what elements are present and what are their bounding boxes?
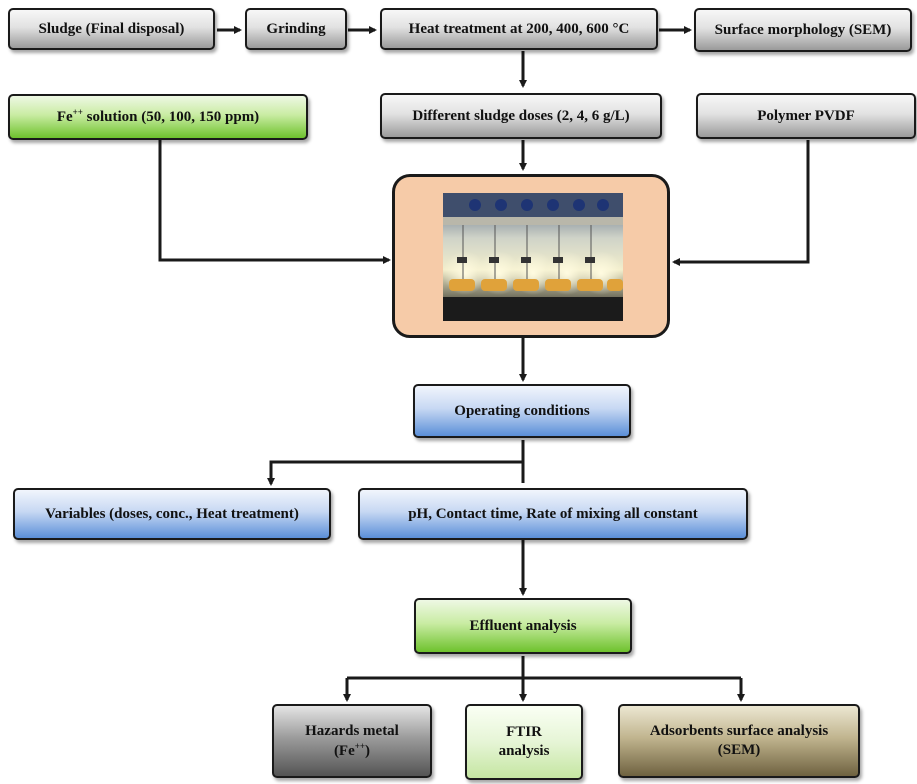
pvdf-box: Polymer PVDF [696,93,916,139]
hazards-line2: (Fe++) [305,741,399,761]
sem-top-label: Surface morphology (SEM) [714,21,892,38]
heat-treatment-box: Heat treatment at 200, 400, 600 °C [380,8,658,50]
sludge-label: Sludge (Final disposal) [38,20,185,37]
constant-conditions-label: pH, Contact time, Rate of mixing all con… [408,505,698,522]
hazards-line1: Hazards metal [305,722,399,739]
ftir-line1: FTIR [506,724,542,741]
hazards-superscript: ++ [354,740,366,751]
ftir-analysis-label: FTIR analysis [499,723,550,761]
constant-conditions-box: pH, Contact time, Rate of mixing all con… [358,488,748,540]
adsorbents-line1: Adsorbents surface analysis [649,723,829,740]
adsorbents-line2: (SEM) [717,742,761,758]
grinding-label: Grinding [266,20,326,37]
arrow-fe-reactor [158,140,391,264]
jar-test-frame [392,174,670,338]
variables-box: Variables (doses, conc., Heat treatment) [13,488,331,540]
sem-top-box: Surface morphology (SEM) [694,8,912,52]
effluent-analysis-label: Effluent analysis [469,617,577,634]
hazards-base: (Fe [333,742,355,759]
hazards-end: ) [365,742,371,759]
operating-conditions-label: Operating conditions [454,402,590,419]
operating-conditions-box: Operating conditions [413,384,631,438]
sludge-doses-label: Different sludge doses (2, 4, 6 g/L) [412,107,630,124]
adsorbents-analysis-box: Adsorbents surface analysis (SEM) [618,704,860,778]
fe-rest: solution (50, 100, 150 ppm) [82,109,260,126]
sludge-box: Sludge (Final disposal) [8,8,215,50]
heat-treatment-label: Heat treatment at 200, 400, 600 °C [408,20,630,37]
sludge-doses-box: Different sludge doses (2, 4, 6 g/L) [380,93,662,139]
arrow-split-variables [267,460,523,486]
fe-superscript: ++ [72,107,83,118]
hazards-metal-label: Hazards metal (Fe++) [305,722,399,761]
grinding-box: Grinding [245,8,347,50]
jar-test-image [443,193,623,321]
ftir-analysis-box: FTIR analysis [465,704,583,780]
jar-test-photo [443,193,623,321]
hazards-metal-box: Hazards metal (Fe++) [272,704,432,778]
adsorbents-analysis-label: Adsorbents surface analysis (SEM) [650,722,828,760]
fe-solution-label: Fe++ solution (50, 100, 150 ppm) [57,107,259,127]
ftir-line2: analysis [498,743,550,759]
fe-base: Fe [56,109,73,126]
pvdf-label: Polymer PVDF [757,107,855,124]
arrow-pvdf-reactor [672,140,810,266]
effluent-analysis-box: Effluent analysis [414,598,632,654]
variables-label: Variables (doses, conc., Heat treatment) [45,505,299,522]
fe-solution-box: Fe++ solution (50, 100, 150 ppm) [8,94,308,140]
